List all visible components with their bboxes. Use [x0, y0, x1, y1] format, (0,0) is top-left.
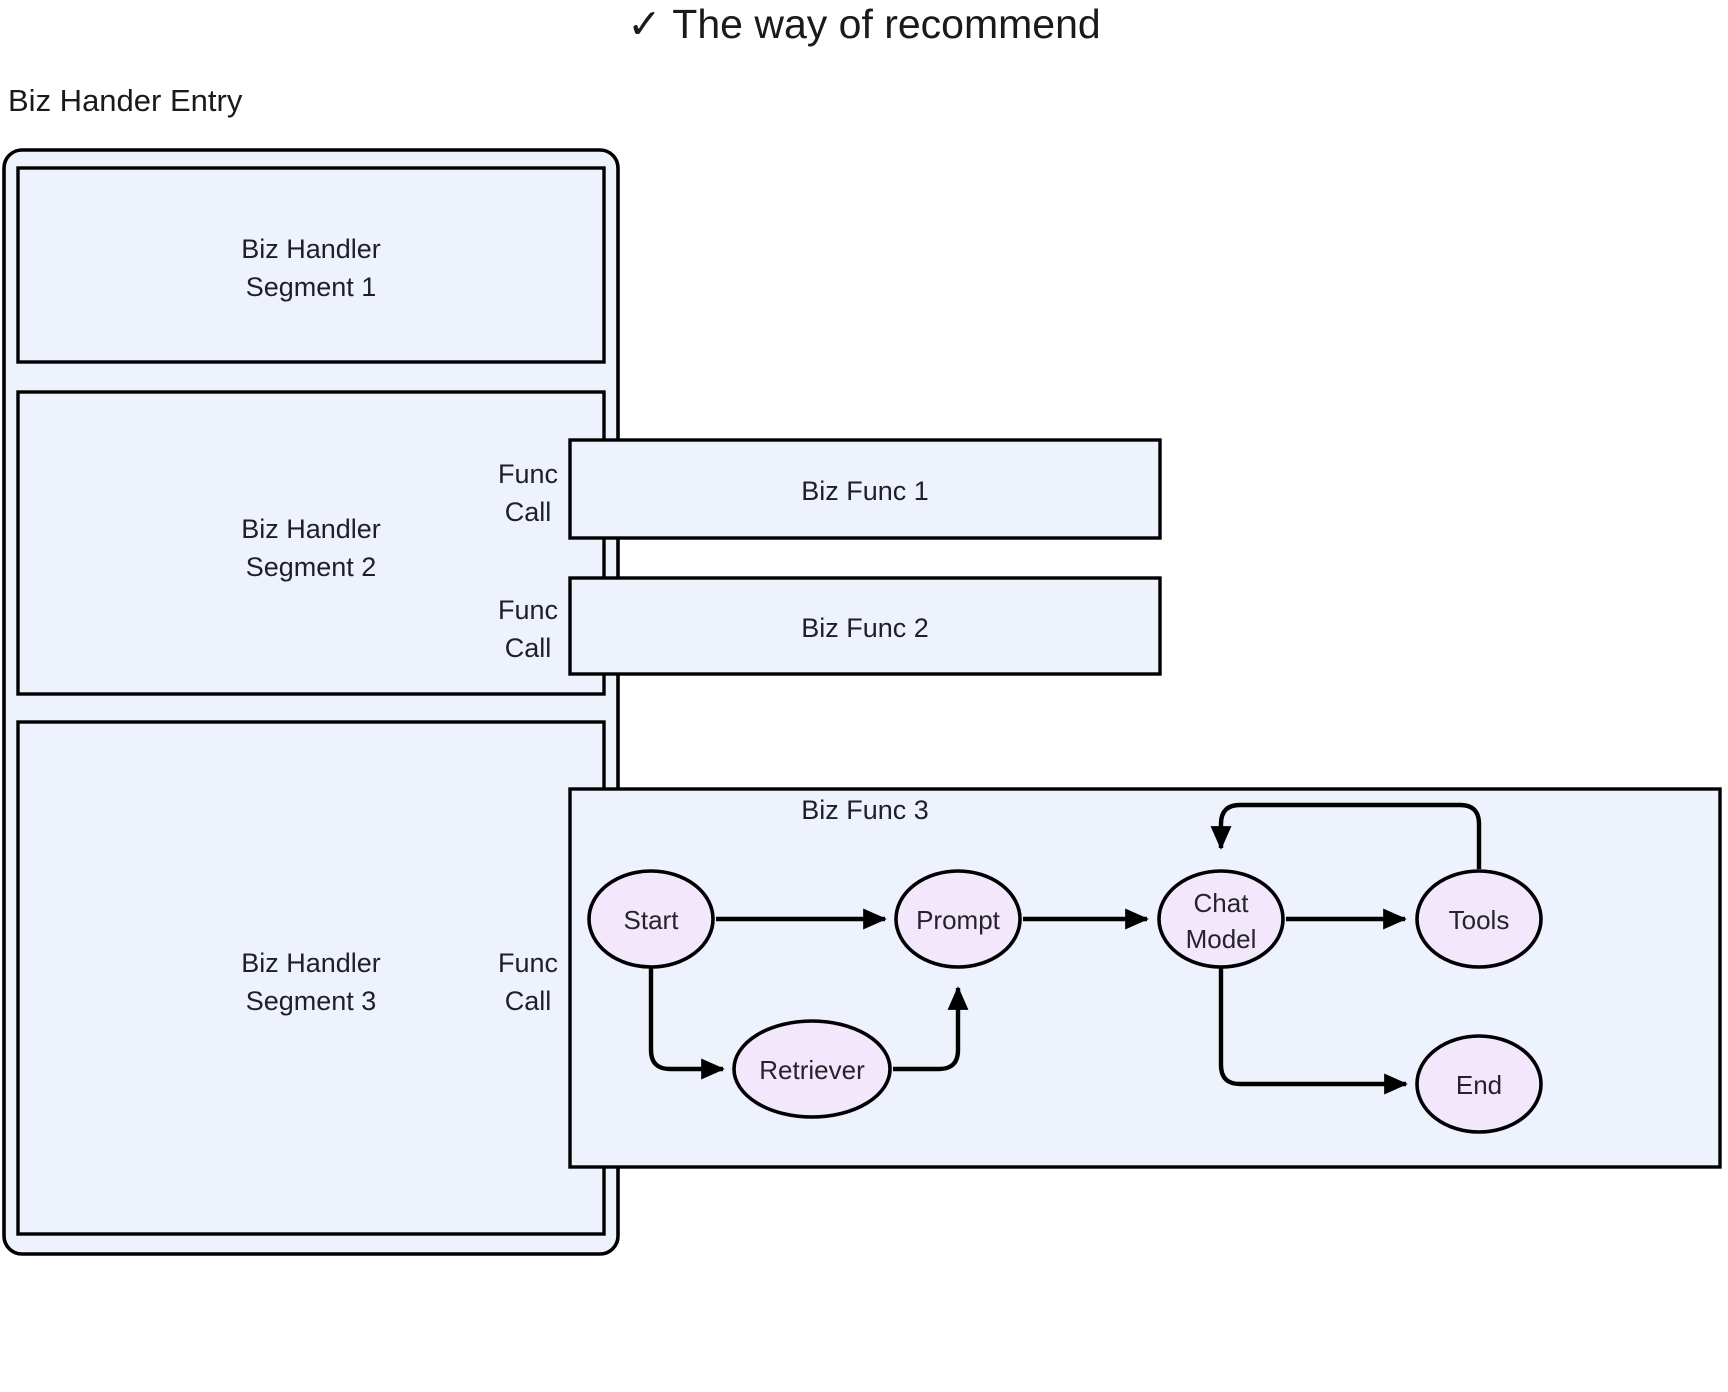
func-call-label-1-line2: Call: [505, 497, 552, 527]
end-node-label: End: [1456, 1070, 1502, 1100]
chat-model-node-shape[interactable]: [1157, 869, 1285, 969]
edge-tools-to-chat-model: [1210, 802, 1482, 869]
biz-func-3-box: [568, 787, 1722, 1169]
flow-node-tools[interactable]: Tools: [1415, 869, 1543, 969]
biz-handler-segment-2: [16, 390, 606, 696]
segment-3-label-line1: Biz Handler: [241, 948, 381, 978]
tools-node-label: Tools: [1449, 905, 1510, 935]
chat-model-node-label-line2: Model: [1186, 924, 1257, 954]
retriever-node-label: Retriever: [759, 1055, 865, 1085]
page-title: ✓ The way of recommend: [627, 1, 1100, 47]
func-call-label-1-line1: Func: [498, 459, 558, 489]
func-call-label-2-line2: Call: [505, 633, 552, 663]
flow-node-retriever[interactable]: Retriever: [732, 1019, 892, 1119]
segment-3-label-line2: Segment 3: [246, 986, 377, 1016]
segment-2-label-line1: Biz Handler: [241, 514, 381, 544]
segment-1-label-line1: Biz Handler: [241, 234, 381, 264]
segment-2-label-line2: Segment 2: [246, 552, 377, 582]
prompt-node-label: Prompt: [916, 905, 1001, 935]
segment-1-label-line2: Segment 1: [246, 272, 377, 302]
edge-retriever-to-prompt: [893, 986, 969, 1072]
tools-node-shape[interactable]: [1415, 869, 1543, 969]
flow-node-end[interactable]: End: [1415, 1034, 1543, 1134]
func-call-label-3-line1: Func: [498, 948, 558, 978]
prompt-node-shape[interactable]: [894, 869, 1022, 969]
biz-func-2-box: [568, 576, 1162, 676]
entry-label: Biz Hander Entry: [8, 83, 243, 118]
edge-start-to-retriever: [648, 968, 725, 1080]
biz-func-1-label: Biz Func 1: [801, 476, 929, 506]
start-node-label: Start: [624, 905, 680, 935]
chat-model-node-label-line1: Chat: [1194, 888, 1250, 918]
edge-chat-model-to-end: [1218, 968, 1408, 1095]
biz-handler-segment-1: [16, 166, 606, 364]
biz-handler-segment-3: [16, 720, 606, 1236]
func-call-label-2-line1: Func: [498, 595, 558, 625]
biz-func-2-label: Biz Func 2: [801, 613, 929, 643]
biz-func-1-box: [568, 438, 1162, 540]
flow-node-chat-model[interactable]: Chat Model: [1157, 869, 1285, 969]
func-call-label-3-line2: Call: [505, 986, 552, 1016]
start-node-shape[interactable]: [587, 869, 715, 969]
flow-node-prompt[interactable]: Prompt: [894, 869, 1022, 969]
biz-func-3-label: Biz Func 3: [801, 795, 929, 825]
retriever-node-shape[interactable]: [732, 1019, 892, 1119]
flow-node-start[interactable]: Start: [587, 869, 715, 969]
end-node-shape[interactable]: [1415, 1034, 1543, 1134]
